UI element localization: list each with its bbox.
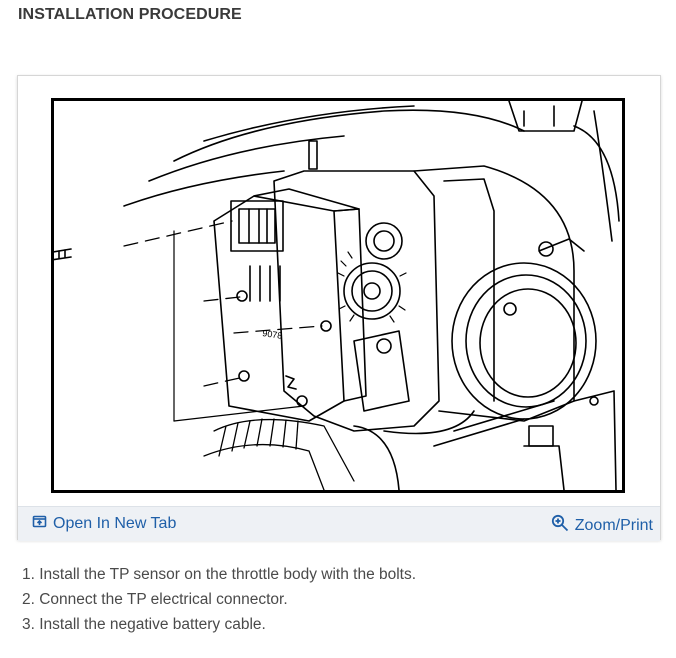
figure-part-label: 9078 — [262, 328, 283, 341]
section-heading: INSTALLATION PROCEDURE — [18, 6, 242, 23]
figure-toolbar: Open In New Tab Zoom/Print — [18, 506, 660, 541]
throttle-body-illustration: 9078 — [51, 98, 625, 493]
figure-card: 9078 Open In New Tab — [17, 75, 661, 541]
open-in-new-tab-icon — [32, 514, 47, 534]
step-item: 2. Connect the TP electrical connector. — [22, 591, 288, 608]
open-in-new-tab-label: Open In New Tab — [53, 515, 177, 532]
magnifier-plus-icon — [551, 514, 569, 537]
zoom-print-link[interactable]: Zoom/Print — [551, 514, 653, 537]
open-in-new-tab-link[interactable]: Open In New Tab — [32, 514, 176, 534]
step-item: 1. Install the TP sensor on the throttle… — [22, 566, 417, 583]
zoom-print-label: Zoom/Print — [574, 516, 653, 534]
installation-steps: 1. Install the TP sensor on the throttle… — [22, 565, 416, 640]
step-item: 3. Install the negative battery cable. — [22, 616, 266, 633]
